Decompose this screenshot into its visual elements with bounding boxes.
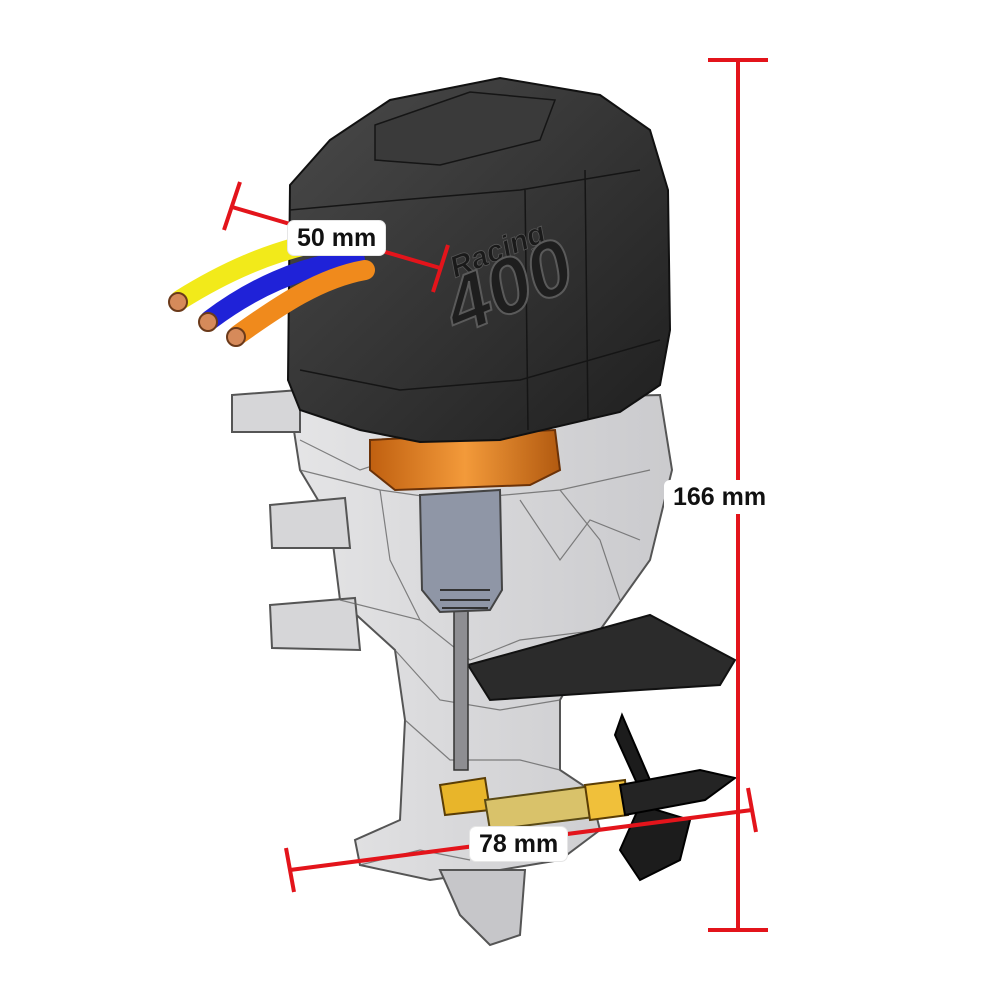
cowl-top-panel bbox=[374, 91, 557, 166]
cavitation-plate bbox=[466, 613, 737, 702]
lower-mount-bracket bbox=[268, 596, 362, 652]
cowl-body bbox=[286, 76, 672, 444]
brass-fitting bbox=[438, 776, 492, 817]
coupler-ring bbox=[369, 428, 562, 492]
cowl-edge-lines bbox=[289, 169, 661, 431]
depth-dimension-tick-left bbox=[284, 847, 296, 893]
propeller-hub bbox=[618, 768, 738, 817]
orange-wire bbox=[228, 260, 375, 345]
upper-mount-bracket bbox=[231, 388, 301, 433]
engine-cowl: Racing 400 bbox=[286, 76, 672, 444]
propeller-blade-upper bbox=[613, 712, 652, 792]
skeg bbox=[438, 869, 527, 947]
middle-mount-bracket bbox=[268, 496, 352, 549]
width-dimension-tick-right bbox=[431, 244, 450, 293]
wire-end-blue bbox=[198, 312, 218, 332]
depth-dimension-tick-right bbox=[746, 787, 758, 833]
electric-motor bbox=[418, 488, 504, 614]
height-dimension-label: 166 mm bbox=[664, 480, 776, 514]
propeller-blade-lower bbox=[618, 803, 692, 882]
wire-end-yellow bbox=[168, 292, 188, 312]
width-dimension-tick-left bbox=[222, 181, 242, 231]
wire-end-orange bbox=[226, 327, 246, 347]
blue-wire bbox=[200, 250, 365, 330]
width-dimension-label: 50 mm bbox=[288, 221, 386, 255]
lower-gear-assembly bbox=[438, 712, 738, 882]
motor-spring bbox=[440, 589, 490, 609]
drive-shaft bbox=[453, 599, 469, 771]
transparent-housing bbox=[231, 388, 674, 947]
depth-dimension-label: 78 mm bbox=[470, 827, 568, 861]
